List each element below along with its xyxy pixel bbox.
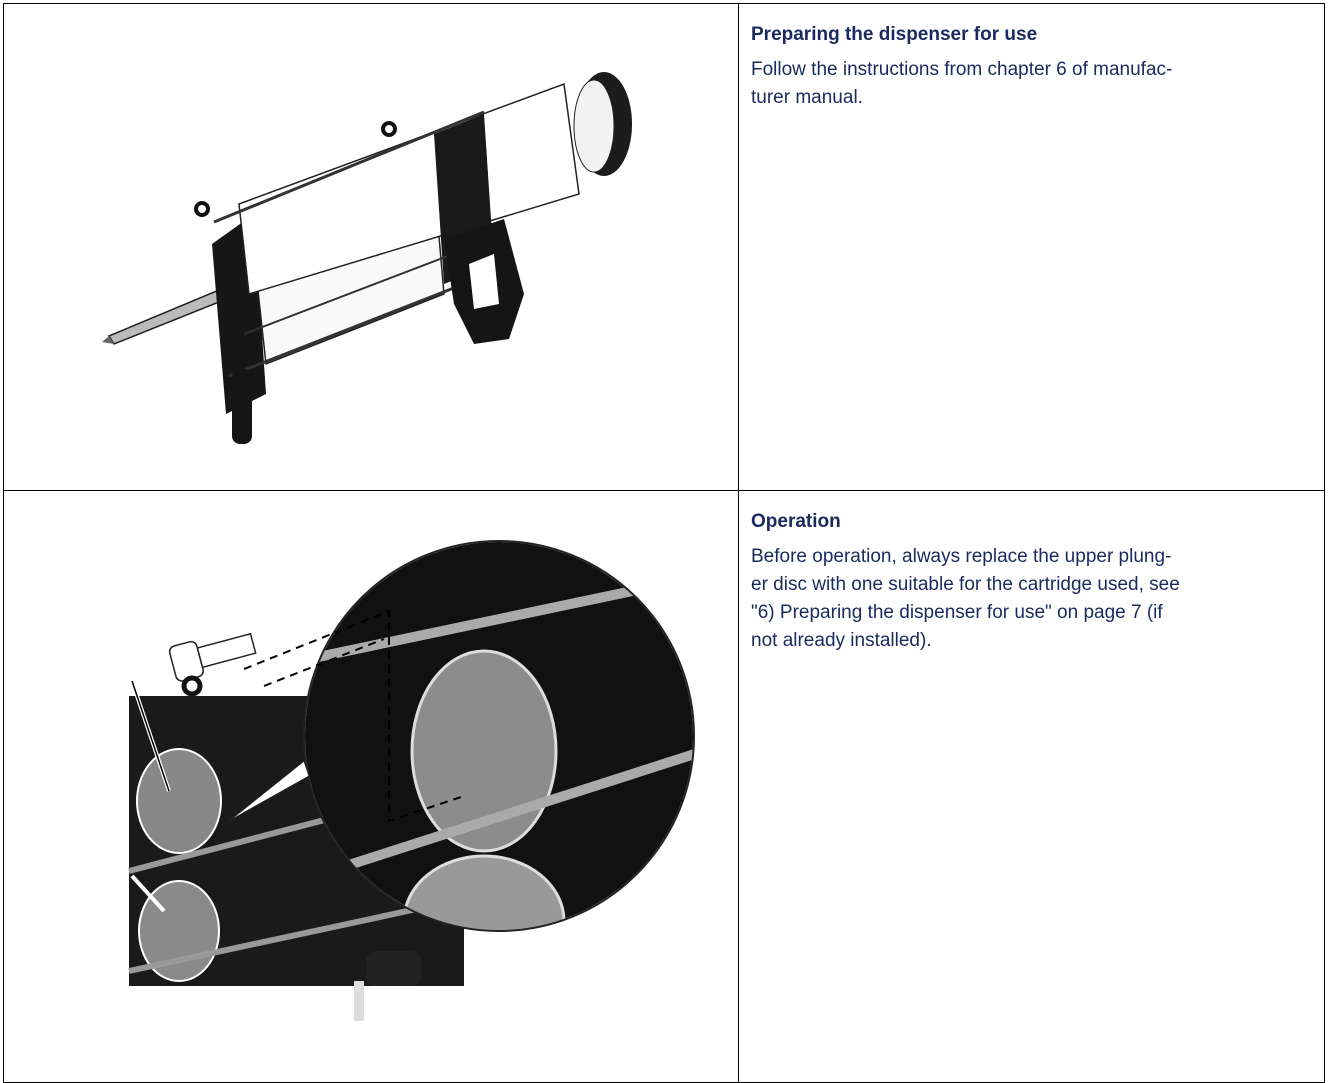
- preparing-text-cell: Preparing the dispenser for use Follow t…: [738, 3, 1325, 491]
- dispenser-illustration: [102, 72, 632, 444]
- section-title-preparing: Preparing the dispenser for use: [751, 24, 1038, 45]
- operation-text-cell: Operation Before operation, always repla…: [738, 490, 1325, 1083]
- plunger-disc-illustration: [128, 540, 695, 1021]
- table-row: Preparing the dispenser for use Follow t…: [3, 3, 1325, 491]
- plunger-illustration-cell: [3, 490, 739, 1083]
- instruction-table: Preparing the dispenser for use Follow t…: [3, 3, 1325, 1083]
- section-body-operation: Before operation, always replace the upp…: [751, 546, 1180, 651]
- section-body-preparing: Follow the instructions from chapter 6 o…: [751, 59, 1173, 108]
- dispenser-illustration-cell: [3, 3, 739, 491]
- section-title-operation: Operation: [751, 511, 841, 532]
- table-row: Operation Before operation, always repla…: [3, 490, 1325, 1083]
